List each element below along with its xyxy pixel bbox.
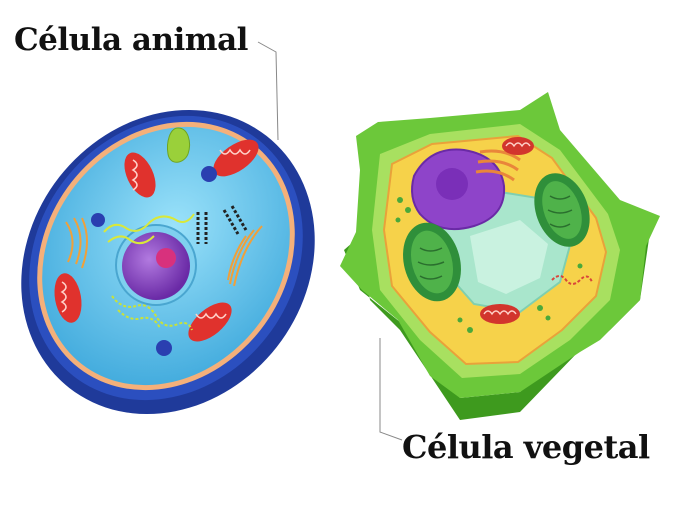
smooth-er (111, 295, 193, 331)
plant-leader-line (379, 338, 403, 441)
animal-leader-line (257, 41, 279, 141)
plant-ribosomes (395, 197, 583, 333)
centrioles (196, 205, 248, 244)
animal-vacuole (167, 127, 191, 163)
plant-vacuole-highlight (470, 220, 548, 294)
golgi-apparatus (227, 225, 263, 287)
mitochondrion (54, 273, 82, 323)
animal-nucleolus (156, 248, 176, 268)
chloroplast (534, 173, 590, 247)
plant-nucleolus (436, 168, 468, 200)
animal-cell-label: Célula animal (14, 22, 248, 58)
lysosome (156, 340, 172, 356)
mitochondrion (213, 139, 259, 177)
lysosome (91, 213, 105, 227)
plant-mitochondrion (502, 137, 534, 155)
lysosome (201, 166, 217, 182)
plant-cell-label: Célula vegetal (402, 428, 650, 466)
plant-mitochondrion (480, 304, 520, 324)
plant-cell (340, 92, 660, 420)
mitochondrion (188, 302, 232, 342)
plant-er (551, 275, 593, 285)
animal-cell (21, 109, 315, 415)
golgi-apparatus (65, 217, 88, 269)
animal-nucleus (122, 232, 190, 300)
chloroplast (403, 222, 461, 302)
rough-er (103, 213, 195, 245)
mitochondrion (124, 152, 156, 198)
plant-golgi (475, 149, 521, 182)
